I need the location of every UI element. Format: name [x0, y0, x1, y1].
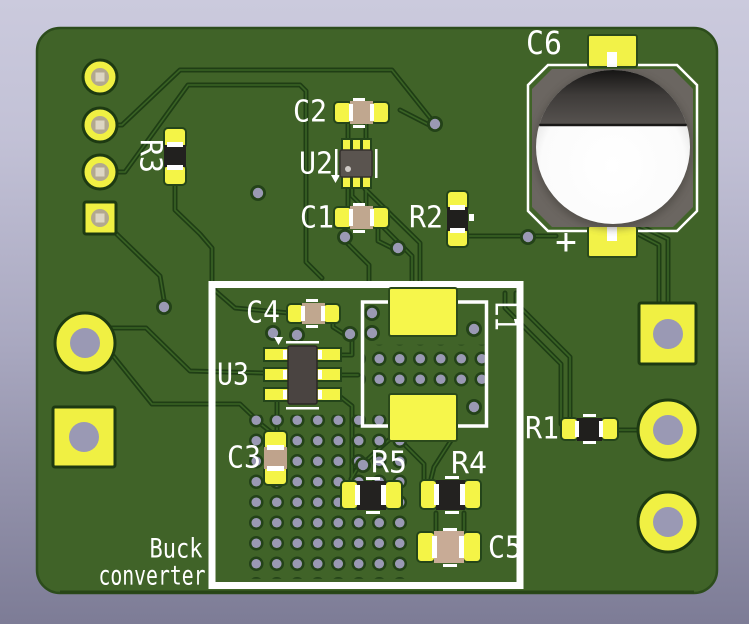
- refdes-r3: R3: [133, 139, 168, 173]
- u2-pin1-arrow: [331, 175, 340, 183]
- refdes-l1: L1: [488, 301, 523, 331]
- header-pin-pad: [81, 153, 119, 191]
- resistor-r5: [340, 477, 403, 514]
- resistor-r2: [446, 190, 474, 248]
- capacitor-c5: [416, 528, 482, 567]
- refdes-c1: C1: [300, 201, 334, 236]
- resistor-r3: [163, 127, 187, 186]
- refdes-c5: C5: [488, 531, 522, 566]
- header-pin1-square-pad: [82, 200, 118, 236]
- refdes-r1: R1: [525, 412, 559, 447]
- resistor-r1: [560, 414, 619, 444]
- refdes-r5: R5: [371, 446, 407, 481]
- resistor-r4: [419, 476, 482, 514]
- refdes-r4: R4: [451, 447, 487, 482]
- refdes-c4: C4: [246, 296, 280, 331]
- capacitor-c1: [333, 203, 390, 233]
- ic-u2: [331, 138, 378, 189]
- refdes-c6: C6: [526, 24, 562, 62]
- round-pad: [636, 490, 700, 554]
- capacitor-c3: [263, 430, 288, 486]
- module-outline: [208, 281, 524, 589]
- c6-pad-tick: [607, 52, 617, 67]
- header-connector: [81, 58, 119, 236]
- header-pin-pad: [81, 106, 119, 144]
- inductor-l1-footprint: [360, 287, 489, 442]
- board-title-line2: converter: [99, 561, 206, 592]
- square-pad: [51, 405, 117, 469]
- round-pad: [636, 398, 700, 462]
- refdes-c3: C3: [227, 441, 261, 476]
- capacitor-c6: [526, 34, 699, 258]
- components: [163, 98, 619, 567]
- silkscreen-labels: C6 C2 U2 C1 R2 R3 C4 U3 L1 C3 R5 R4 R1 C…: [99, 24, 577, 592]
- round-pad: [53, 311, 117, 375]
- capacitor-c4: [286, 299, 341, 328]
- polarity-plus-mark: +: [555, 222, 577, 263]
- c6-polarity-stripe: [539, 69, 687, 125]
- refdes-r2: R2: [409, 201, 443, 236]
- header-pin-pad: [81, 58, 119, 96]
- l1-pad: [388, 287, 458, 337]
- u3-pin1-arrow: [274, 337, 283, 345]
- square-pad: [637, 301, 698, 366]
- l1-pad: [388, 393, 458, 442]
- refdes-u2: U2: [299, 147, 333, 182]
- board-title-line1: Buck: [150, 534, 203, 565]
- capacitor-c2: [333, 98, 390, 128]
- mounting-pads: [51, 301, 700, 554]
- ic-u3: [263, 337, 342, 410]
- u2-pin1-dot: [345, 166, 351, 172]
- refdes-c2: C2: [293, 95, 327, 130]
- c6-pad-tick: [607, 226, 617, 241]
- refdes-u3: U3: [217, 358, 249, 393]
